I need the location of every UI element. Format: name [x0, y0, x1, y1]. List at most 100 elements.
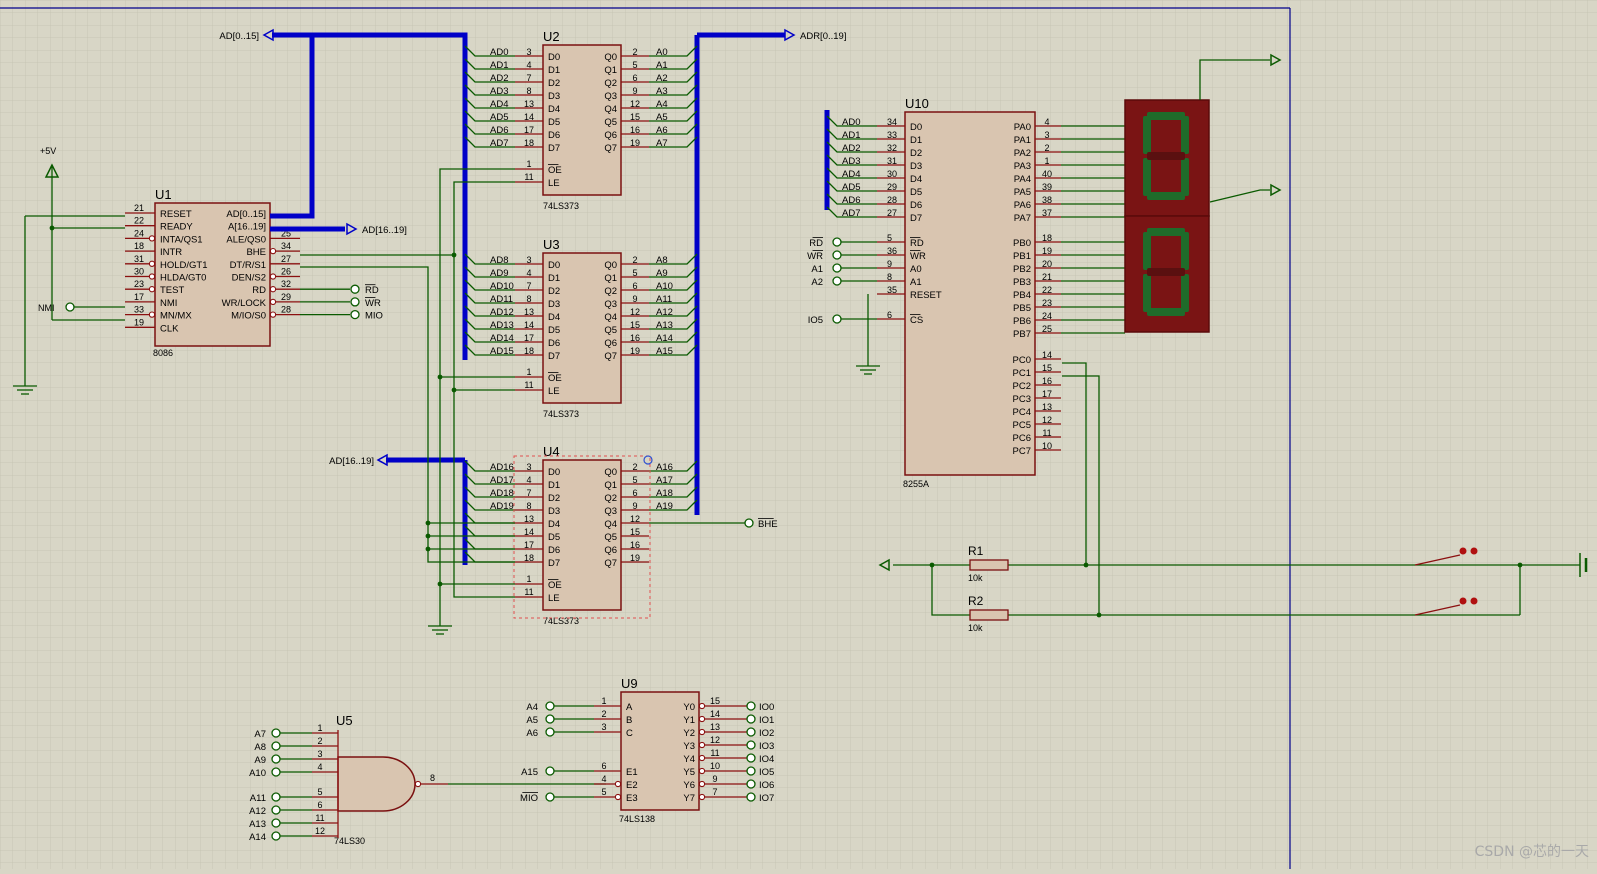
switch-lever[interactable] — [1414, 604, 1461, 616]
u10-ctrl-name: A1 — [910, 277, 922, 288]
wire — [427, 522, 515, 563]
u9-output-terminal[interactable] — [746, 701, 756, 711]
u5-input-terminal[interactable] — [271, 818, 281, 828]
u3-q-name: Q4 — [604, 312, 617, 323]
u9-enable-terminal[interactable] — [545, 792, 555, 802]
u10-pb-num: 22 — [1042, 285, 1052, 295]
u3-d-num: 8 — [526, 294, 531, 304]
u9-output-name: Y1 — [683, 715, 695, 726]
u2-bus-entry — [464, 110, 515, 122]
u1-pin-name: HOLD/GT1 — [160, 260, 208, 271]
u3-q-num: 15 — [630, 320, 640, 330]
u9-output-label: IO6 — [759, 780, 774, 791]
u9-74ls138-body[interactable] — [620, 691, 700, 811]
resistor-value: 10k — [968, 573, 983, 583]
u10-pc-name: PC2 — [1013, 381, 1031, 392]
u9-output-terminal[interactable] — [746, 779, 756, 789]
u5-input-terminal[interactable] — [271, 741, 281, 751]
u5-input-terminal[interactable] — [271, 728, 281, 738]
u2-le-num: 11 — [524, 172, 533, 182]
u9-output-num: 13 — [710, 722, 720, 732]
u1-control-terminal[interactable] — [350, 309, 360, 320]
u2-q-num: 9 — [632, 86, 637, 96]
u5-pin-num: 6 — [317, 800, 322, 810]
u9-input-terminal[interactable] — [545, 727, 555, 737]
u9-output-terminal[interactable] — [746, 792, 756, 802]
u4-selection-box[interactable] — [513, 455, 651, 619]
u3-out-entry — [649, 318, 698, 330]
u5-input-terminal[interactable] — [271, 754, 281, 764]
u1-pin-num: 33 — [134, 305, 144, 315]
u5-input-terminal[interactable] — [271, 767, 281, 777]
u5-input-terminal[interactable] — [271, 805, 281, 815]
u10-pc-name: PC0 — [1013, 355, 1031, 366]
u10-ctrl-terminal[interactable] — [832, 237, 842, 247]
seven-seg-segment — [1147, 112, 1185, 120]
u1-control-terminal[interactable] — [350, 284, 360, 294]
resistor-1[interactable] — [969, 559, 1009, 571]
u2-d-label: AD0 — [490, 47, 508, 58]
u4-d-num: 4 — [526, 475, 531, 485]
u10-pc-name: PC5 — [1013, 420, 1031, 431]
junction-dot — [425, 533, 431, 539]
u10-ctrl-terminal[interactable] — [832, 250, 842, 260]
u1-pin-num: 18 — [134, 241, 144, 251]
inversion-bubble — [148, 311, 156, 318]
u1-pin-num: 17 — [134, 292, 144, 302]
u5-input-terminal[interactable] — [271, 831, 281, 841]
switch-knob — [1459, 597, 1467, 605]
u10-cs-terminal[interactable] — [832, 314, 842, 324]
u4-d-name: D5 — [548, 532, 560, 543]
u1-pin-num: 26 — [281, 267, 291, 277]
u4-out-entry — [649, 473, 698, 485]
u9-input-terminal[interactable] — [545, 701, 555, 711]
nmi-label: NMI — [38, 303, 55, 313]
inversion-bubble — [148, 260, 156, 267]
seven-seg-segment — [1181, 158, 1189, 196]
u10-ctrl-terminal[interactable] — [832, 263, 842, 273]
u10-pa-num: 4 — [1044, 117, 1049, 127]
u9-output-terminal[interactable] — [746, 714, 756, 724]
u10-ctrl-terminal[interactable] — [832, 276, 842, 286]
u2-bus-entry — [464, 97, 515, 109]
u5-input-terminal[interactable] — [271, 792, 281, 802]
u3-d-label: AD14 — [490, 333, 514, 344]
u4-q-name: Q2 — [604, 493, 617, 504]
u1-pin-name: A[16..19] — [228, 222, 266, 233]
u2-d-name: D4 — [548, 104, 560, 115]
u1-pin-num: 21 — [134, 203, 144, 213]
u1-control-terminal[interactable] — [350, 297, 360, 307]
u9-output-terminal[interactable] — [746, 727, 756, 737]
u4-q-num: 2 — [632, 462, 637, 472]
switch-lever[interactable] — [1414, 554, 1461, 566]
u3-74ls373-body[interactable] — [542, 252, 622, 404]
u9-enable-terminal[interactable] — [545, 766, 555, 776]
u4-q-name: Q5 — [604, 532, 617, 543]
u10-pb-num: 25 — [1042, 324, 1052, 334]
u9-output-terminal[interactable] — [746, 753, 756, 763]
u10-d-label: AD2 — [842, 143, 860, 154]
resistor-2[interactable] — [969, 609, 1009, 621]
u9-input-terminal[interactable] — [545, 714, 555, 724]
u9-output-terminal[interactable] — [746, 740, 756, 750]
u1-pin-num: 30 — [134, 267, 144, 277]
u10-ref: U10 — [905, 96, 929, 111]
u10-pc-name: PC1 — [1013, 368, 1031, 379]
u9-output-num: 7 — [712, 787, 717, 797]
u3-q-num: 16 — [630, 333, 640, 343]
u10-pa-num: 1 — [1044, 156, 1049, 166]
u1-8086-body[interactable] — [154, 202, 271, 347]
u9-output-terminal[interactable] — [746, 766, 756, 776]
u5-nand-gate[interactable] — [337, 756, 416, 812]
u4-bus-entry — [464, 486, 515, 498]
u10-8255a-body[interactable] — [904, 111, 1036, 476]
u10-pa-name: PA1 — [1014, 135, 1031, 146]
u4-d-num: 7 — [526, 488, 531, 498]
nmi-terminal[interactable] — [65, 302, 75, 312]
u2-74ls373-body[interactable] — [542, 44, 622, 196]
u4-74ls373-body[interactable] — [542, 459, 622, 611]
u4-origin-marker — [643, 455, 653, 465]
u1-pin-num: 24 — [134, 228, 144, 238]
bhe-terminal[interactable] — [744, 518, 754, 528]
